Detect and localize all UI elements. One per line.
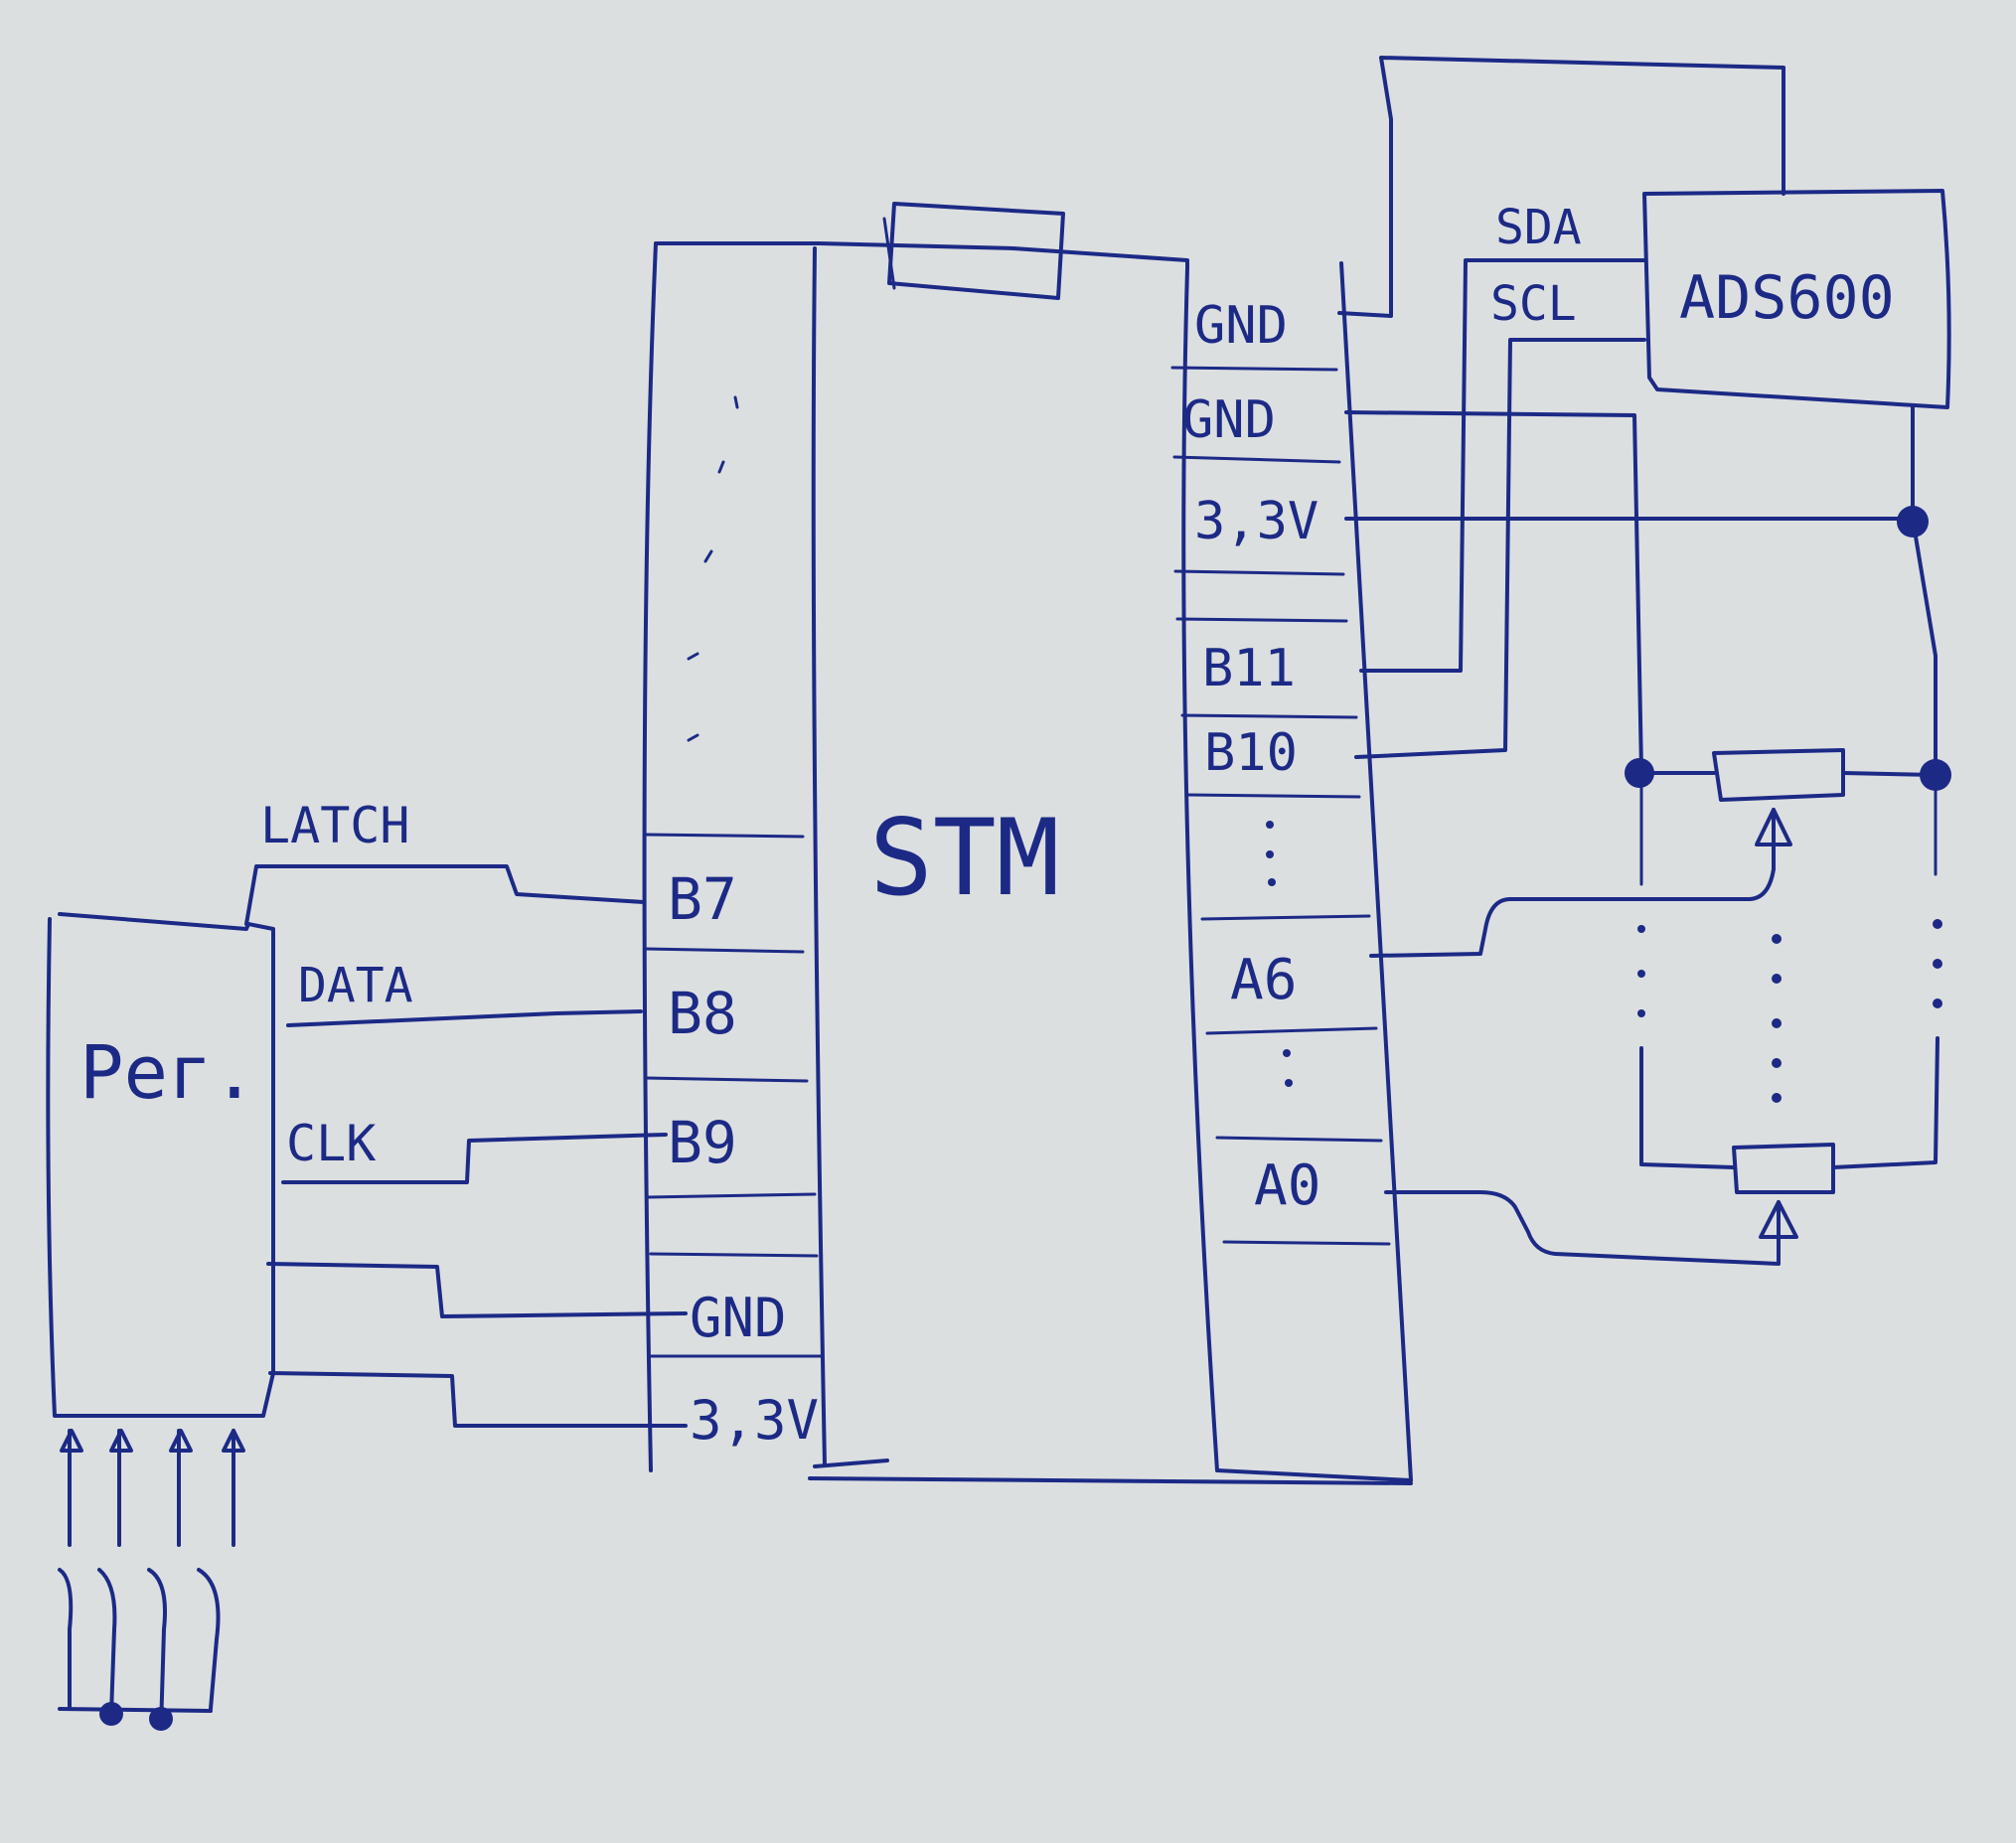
left-pin-labels: B7 B8 B9 GND 3,3V	[668, 865, 819, 1452]
pin-b7-label: B7	[668, 865, 737, 933]
register-wires	[266, 1009, 688, 1428]
stm-title: STM	[869, 797, 1059, 919]
signal-latch-label: LATCH	[260, 797, 410, 854]
sensor-module	[1642, 189, 1951, 409]
pot-ellipsis	[1637, 919, 1942, 1103]
sensor-wires	[1337, 56, 1938, 777]
register-inputs	[58, 1429, 245, 1731]
pin-a0-label: A0	[1254, 1153, 1320, 1218]
signal-data-label: DATA	[298, 958, 413, 1013]
potentiometer-1	[1369, 748, 1938, 958]
stm-module	[642, 202, 1413, 1485]
left-ellipsis	[687, 395, 739, 742]
shift-register	[46, 864, 646, 1418]
pin-gnd-2-label: GND	[1182, 390, 1276, 450]
register-signal-labels: LATCH DATA CLK	[260, 797, 413, 1172]
sensor-sda-label: SDA	[1495, 200, 1582, 255]
pin-gnd-1-label: GND	[1194, 296, 1288, 356]
pin-3v3-left-label: 3,3V	[690, 1389, 819, 1452]
sensor-title: ADS600	[1679, 263, 1895, 333]
pin-b11-label: B11	[1202, 639, 1296, 698]
signal-clk-label: CLK	[286, 1115, 376, 1172]
left-pin-separators	[644, 833, 825, 1358]
pin-3v3-right-label: 3,3V	[1194, 492, 1318, 551]
pin-b9-label: B9	[668, 1109, 737, 1176]
pin-a6-label: A6	[1230, 948, 1297, 1012]
right-pin-labels: GND GND 3,3V B11 B10 A6 A0	[1182, 296, 1320, 1218]
potentiometer-2	[1384, 1036, 1939, 1266]
right-ellipsis	[1266, 821, 1293, 1087]
right-pin-separators	[1170, 366, 1391, 1246]
pin-gnd-left-label: GND	[690, 1287, 787, 1349]
pin-b10-label: B10	[1204, 723, 1298, 783]
sensor-scl-label: SCL	[1490, 276, 1577, 332]
register-title: Рег.	[79, 1030, 256, 1116]
pin-b8-label: B8	[668, 980, 737, 1047]
